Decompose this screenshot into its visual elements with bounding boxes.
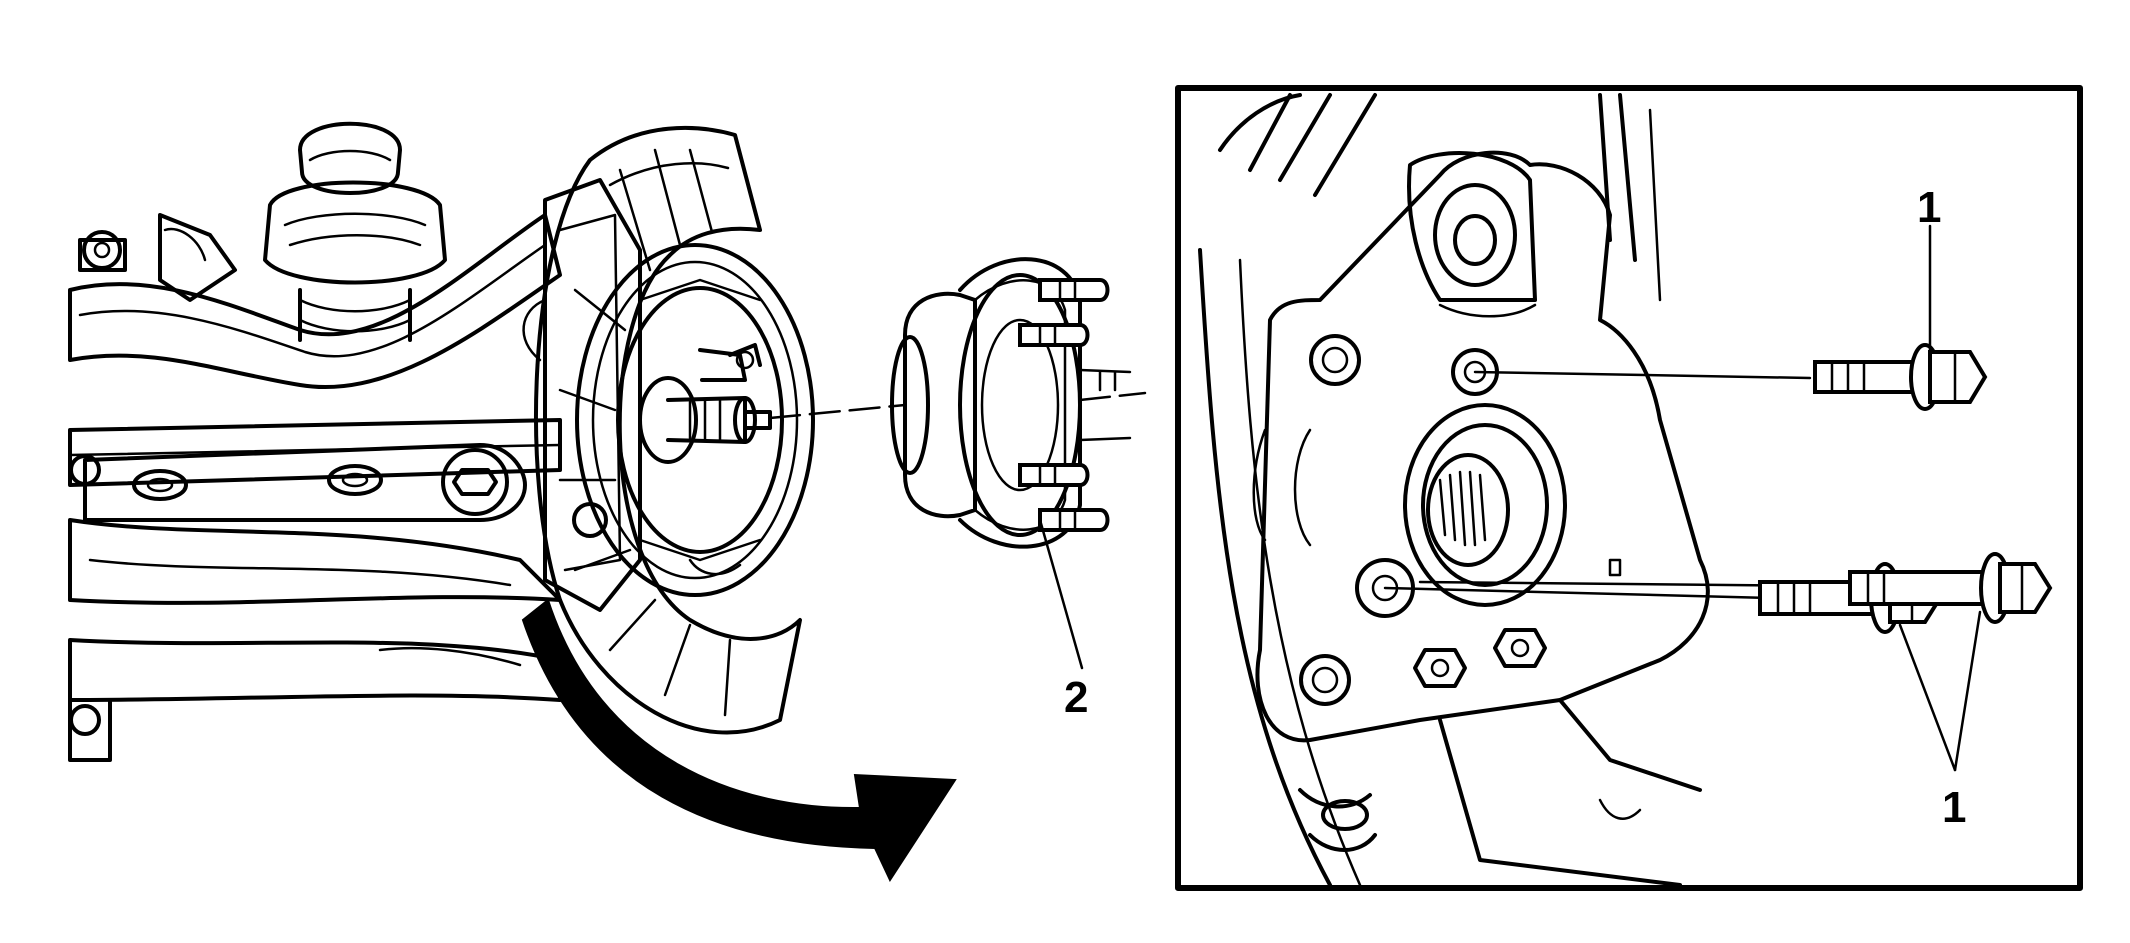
callout-1-lower-label: 1 <box>1942 783 1966 832</box>
lower-bolt-axis <box>1383 586 1772 600</box>
wheel-studs <box>1018 278 1110 532</box>
inset-knuckle <box>1252 150 1710 885</box>
upper-bolt-axis <box>1473 370 1847 380</box>
parking-brake-shoes <box>575 243 815 597</box>
upper-control-arm <box>68 213 562 389</box>
axle-shaft-end <box>638 376 772 464</box>
inset-frame <box>1175 85 2083 891</box>
backing-plate <box>534 125 802 735</box>
strut-mount <box>263 121 447 342</box>
lower-link <box>83 443 527 522</box>
callout-1-lower-leader-b <box>1953 610 1982 772</box>
upper-flange-bolt <box>1813 343 1988 411</box>
callout-1-upper-label: 1 <box>1917 183 1941 232</box>
callout-2-label: 2 <box>1064 673 1088 722</box>
suspension-assembly-view: 2 <box>68 121 1147 883</box>
wheel-hub-bearing <box>890 257 1132 549</box>
lower-flange-bolt-b <box>1848 552 2053 624</box>
hub-alignment-line <box>768 391 1147 420</box>
detail-inset: 1 1 <box>1175 85 2083 891</box>
callout-1-lower-leader-a <box>1898 623 1957 772</box>
callout-2-leader <box>1038 518 1084 670</box>
removal-direction-arrow <box>521 598 957 883</box>
inset-backing-plate <box>1198 93 1662 885</box>
